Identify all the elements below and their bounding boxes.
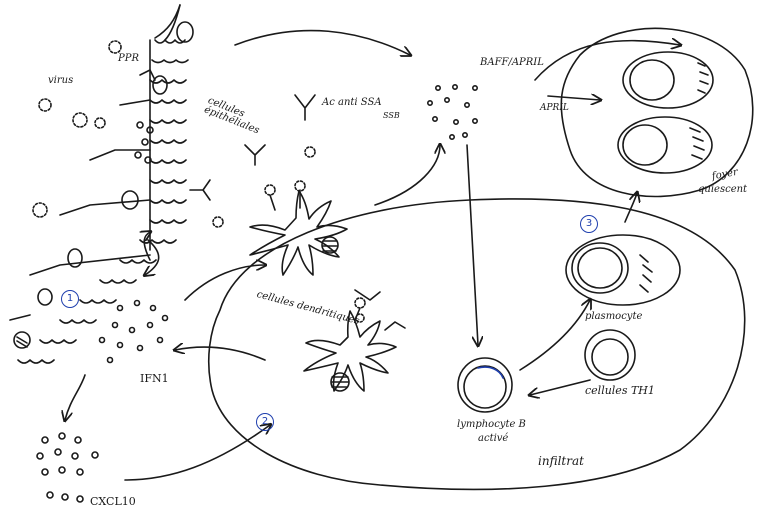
plasmocyte-cell <box>566 235 680 305</box>
ppr-label: PPR <box>118 54 139 64</box>
april-label: APRIL <box>540 104 569 113</box>
th1-cell <box>585 330 635 380</box>
cxcl10-molecules <box>37 433 98 502</box>
ifn-label: IFN1 <box>140 373 169 384</box>
active-label: activé <box>478 434 508 444</box>
virus-label: virus <box>48 76 73 86</box>
ac-anti-ssa-label: Ac anti SSA <box>322 98 382 108</box>
marker-2: 2 <box>256 413 274 431</box>
lymphocyte-b-label: lymphocyte B <box>457 420 526 430</box>
ssb-label: SSB <box>383 112 400 120</box>
baff-april-label: BAFF/APRIL <box>480 58 544 68</box>
th1-cells-label: cellules TH1 <box>585 385 655 396</box>
marker-3: 3 <box>580 215 598 233</box>
baff-april-molecules <box>428 85 477 139</box>
lymphocyte-b-cell <box>458 358 512 412</box>
quiescent-label: quiescent <box>698 185 747 195</box>
viruses <box>33 41 315 227</box>
infiltrate-boundary <box>209 199 745 490</box>
marker-1: 1 <box>61 290 79 308</box>
dendritic-cell-1 <box>250 181 347 275</box>
cxcl10-label: CXCL10 <box>90 496 136 507</box>
plasmocyte-label: plasmocyte <box>585 312 642 322</box>
epithelial-layer <box>10 5 193 363</box>
ifn-molecules <box>100 301 168 363</box>
infiltrat-label: infiltrat <box>538 455 584 467</box>
